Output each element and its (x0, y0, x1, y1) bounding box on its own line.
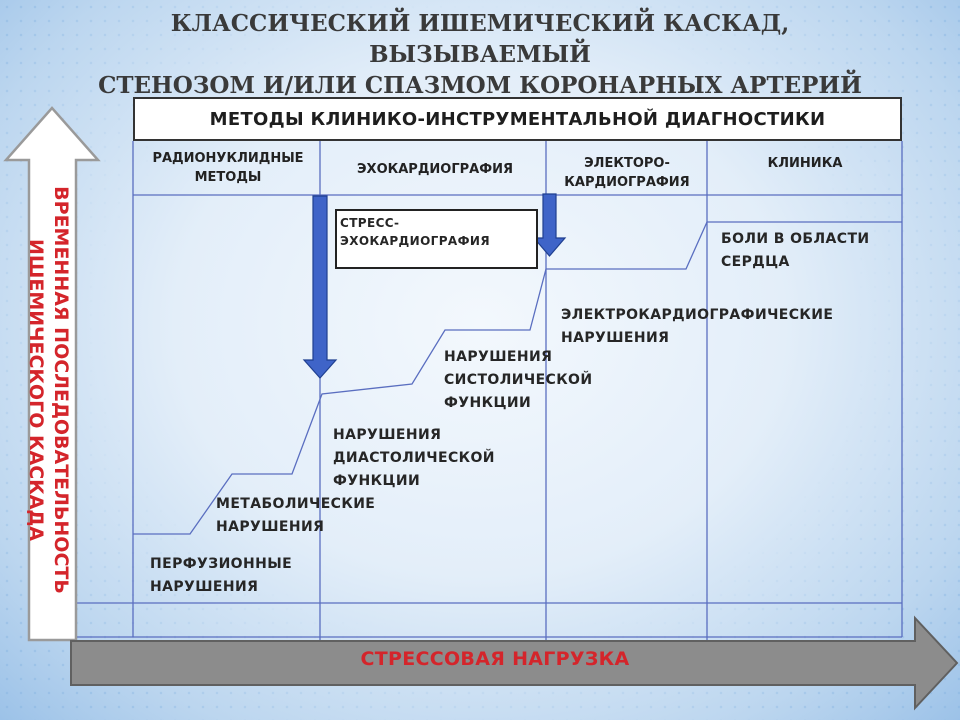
stress-echo-line1: СТРЕСС- (340, 216, 400, 230)
column-ecg-line2: КАРДИОГРАФИЯ (564, 175, 690, 190)
arrow-down-small (532, 193, 567, 257)
step-perfusion-line1: ПЕРФУЗИОННЫЕ (150, 556, 293, 572)
step-metabolic-line1: МЕТАБОЛИЧЕСКИЕ (216, 496, 376, 512)
stress-echo-box: СТРЕСС- ЭХОКАРДИОГРАФИЯ (335, 209, 538, 269)
step-ecg-line2: НАРУШЕНИЯ (561, 330, 670, 346)
step-systolic-line2: СИСТОЛИЧЕСКОЙ (444, 372, 593, 388)
step-systolic: НАРУШЕНИЯ СИСТОЛИЧЕСКОЙ ФУНКЦИИ (444, 346, 592, 415)
step-pain: БОЛИ В ОБЛАСТИ СЕРДЦА (721, 228, 870, 274)
slide-title: КЛАССИЧЕСКИЙ ИШЕМИЧЕСКИЙ КАСКАД, ВЫЗЫВАЕ… (60, 8, 900, 101)
step-metabolic: МЕТАБОЛИЧЕСКИЕ НАРУШЕНИЯ (216, 493, 375, 539)
step-diastolic-line3: ФУНКЦИИ (333, 473, 421, 489)
column-clinic-line1: КЛИНИКА (767, 156, 843, 171)
arrow-down-large (302, 195, 338, 379)
column-ecg-line1: ЭЛЕКТОРО- (584, 156, 670, 171)
step-ecg-line1: ЭЛЕКТРОКАРДИОГРАФИЧЕСКИЕ (561, 307, 834, 323)
cascade-line (133, 221, 902, 535)
column-radionuclide-line1: РАДИОНУКЛИДНЫЕ (152, 151, 304, 166)
step-perfusion: ПЕРФУЗИОННЫЕ НАРУШЕНИЯ (150, 553, 292, 599)
title-line-2: СТЕНОЗОМ И/ИЛИ СПАЗМОМ КОРОНАРНЫХ АРТЕРИ… (98, 72, 862, 99)
horizontal-axis-label: СТРЕССОВАЯ НАГРУЗКА (360, 648, 630, 670)
diagnostics-header: МЕТОДЫ КЛИНИКО-ИНСТРУМЕНТАЛЬНОЙ ДИАГНОСТ… (133, 97, 902, 141)
step-ecg: ЭЛЕКТРОКАРДИОГРАФИЧЕСКИЕ НАРУШЕНИЯ (561, 304, 833, 350)
step-diastolic-line2: ДИАСТОЛИЧЕСКОЙ (333, 450, 495, 466)
step-metabolic-line2: НАРУШЕНИЯ (216, 519, 325, 535)
column-radionuclide: РАДИОНУКЛИДНЫЕ МЕТОДЫ (138, 149, 318, 187)
column-echo-line1: ЭХОКАРДИОГРАФИЯ (357, 162, 513, 177)
step-diastolic: НАРУШЕНИЯ ДИАСТОЛИЧЕСКОЙ ФУНКЦИИ (333, 424, 495, 493)
down-arrows (302, 193, 567, 379)
vertical-axis-label: ВРЕМЕННАЯ ПОСЛЕДОВАТЕЛЬНОСТЬ ИШЕМИЧЕСКОГ… (23, 170, 73, 610)
step-pain-line2: СЕРДЦА (721, 254, 790, 270)
step-systolic-line1: НАРУШЕНИЯ (444, 349, 553, 365)
step-systolic-line3: ФУНКЦИИ (444, 395, 532, 411)
column-radionuclide-line2: МЕТОДЫ (194, 170, 262, 185)
step-pain-line1: БОЛИ В ОБЛАСТИ (721, 231, 870, 247)
horizontal-axis-arrow (70, 615, 959, 711)
step-perfusion-line2: НАРУШЕНИЯ (150, 579, 259, 595)
column-echocardiography: ЭХОКАРДИОГРАФИЯ (325, 160, 545, 179)
vertical-axis-arrow (3, 106, 101, 642)
step-diastolic-line1: НАРУШЕНИЯ (333, 427, 442, 443)
vertical-axis-line1: ВРЕМЕННАЯ ПОСЛЕДОВАТЕЛЬНОСТЬ (50, 186, 72, 594)
title-line-1: КЛАССИЧЕСКИЙ ИШЕМИЧЕСКИЙ КАСКАД, ВЫЗЫВАЕ… (170, 10, 790, 68)
stress-echo-line2: ЭХОКАРДИОГРАФИЯ (340, 234, 490, 248)
column-ecg: ЭЛЕКТОРО- КАРДИОГРАФИЯ (548, 154, 706, 192)
column-clinic: КЛИНИКА (712, 154, 898, 173)
vertical-axis-line2: ИШЕМИЧЕСКОГО КАСКАДА (25, 238, 47, 542)
